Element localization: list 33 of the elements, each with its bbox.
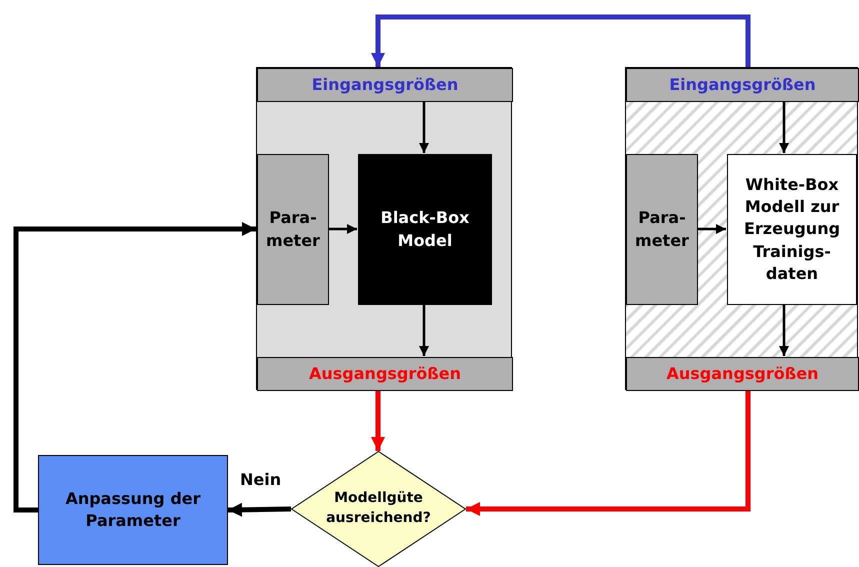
arrow	[779, 101, 789, 153]
header-band	[626, 68, 859, 102]
process-box	[38, 455, 228, 565]
model-box	[727, 154, 857, 305]
band-label: Eingangsgrößen	[669, 74, 816, 96]
header-band	[257, 68, 513, 102]
band-label: Ausgangsgrößen	[666, 362, 818, 385]
header-band	[626, 357, 859, 391]
arrow	[371, 390, 385, 451]
decision-label: Modellgüte ausreichend?	[325, 489, 432, 528]
arrow	[419, 101, 429, 153]
arrow	[228, 502, 292, 517]
parameter-label: Para- meter	[265, 207, 321, 252]
band-label: Eingangsgrößen	[312, 74, 458, 96]
arrow	[419, 304, 429, 356]
model-label: White-Box Modell zur Erzeugung Trainigs- daten	[742, 174, 842, 286]
arrow	[371, 14, 750, 67]
band-label: Ausgangsgrößen	[309, 362, 461, 385]
arrow	[328, 224, 357, 234]
arrow	[14, 222, 256, 512]
arrow	[697, 224, 726, 234]
decision-diamond	[291, 451, 466, 567]
arrow	[779, 304, 789, 356]
parameter-label: Para- meter	[634, 207, 690, 252]
model-box	[358, 154, 492, 305]
model-panel	[256, 67, 512, 390]
process-label: Anpassung der Parameter	[64, 488, 202, 532]
parameter-box	[257, 154, 329, 305]
parameter-box	[626, 154, 698, 305]
hatched-panel	[625, 67, 858, 390]
arrow	[466, 390, 750, 516]
header-band	[257, 357, 513, 391]
model-label: Black-Box Model	[380, 207, 470, 252]
